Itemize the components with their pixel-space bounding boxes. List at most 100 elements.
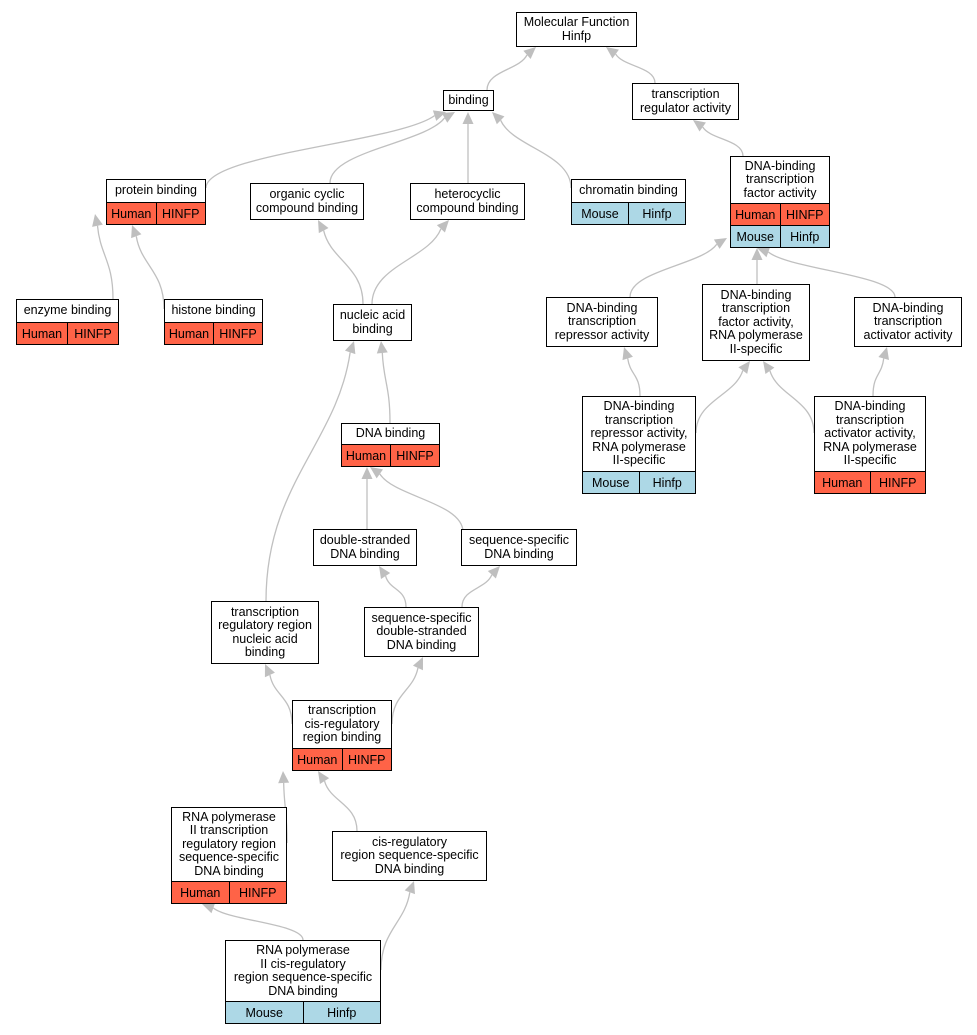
arrowhead-binding-to-mf <box>523 47 536 60</box>
node-binding[interactable]: binding <box>443 90 494 111</box>
gene-cell: HINFP <box>341 749 392 770</box>
node-label: heterocyclic compound binding <box>416 187 519 215</box>
arrowhead-hcb-to-binding <box>462 112 474 124</box>
node-rnap2-transcription-regulatory-region-ssdb[interactable]: RNA polymerase II transcription regulato… <box>171 807 287 904</box>
node-label: DNA-binding transcription factor activit… <box>709 287 803 356</box>
species-cell: Human <box>345 448 387 463</box>
arrowhead-dbtaa2-to-dbtaa <box>878 347 889 361</box>
edge-ssdb-to-db <box>379 473 464 533</box>
edge-dbtaa-to-dbtfa <box>767 251 896 298</box>
node-label: Molecular Function Hinfp <box>523 15 630 43</box>
node-label: transcription regulatory region nucleic … <box>218 604 312 659</box>
node-dna-binding-transcription-factor-activity[interactable]: DNA-binding transcription factor activit… <box>730 156 830 248</box>
edge-dbtra-to-dbtfa <box>629 243 718 298</box>
node-label: histone binding <box>171 303 256 318</box>
node-molecular-function[interactable]: Molecular Function Hinfp <box>516 12 637 47</box>
node-dna-binding-transcription-repressor-activity-rnap2[interactable]: DNA-binding transcription repressor acti… <box>582 396 696 494</box>
species-cell: Human <box>168 326 210 341</box>
arrowhead-cb-to-binding <box>492 112 505 125</box>
arrowhead-tra-to-mf <box>606 47 619 59</box>
edge-nab-to-hcb <box>371 228 442 305</box>
node-label: DNA-binding transcription activator acti… <box>863 300 953 342</box>
arrowhead-dsdb-to-db <box>361 467 373 479</box>
node-cis-regulatory-region-ssdb[interactable]: cis-regulatory region sequence-specific … <box>332 831 487 881</box>
arrowhead-tcrrb-to-trrnab <box>264 664 275 678</box>
node-nucleic-acid-binding[interactable]: nucleic acid binding <box>333 304 412 341</box>
node-dna-binding-transcription-factor-activity-rnap2[interactable]: DNA-binding transcription factor activit… <box>702 284 810 361</box>
edge-rp2cr-to-rp2 <box>212 907 304 941</box>
node-double-stranded-dna-binding[interactable]: double-stranded DNA binding <box>313 529 417 566</box>
arrowhead-pb-to-binding <box>432 110 446 121</box>
node-label: DNA-binding transcription factor activit… <box>743 158 817 200</box>
arrowhead-rp2cr-to-crssdb <box>404 881 415 895</box>
node-sequence-specific-dna-binding[interactable]: sequence-specific DNA binding <box>461 529 577 566</box>
node-label: sequence-specific DNA binding <box>468 533 570 561</box>
arrowhead-tcrrb-to-ssdsdb <box>412 657 423 671</box>
node-sequence-specific-double-stranded-dna-binding[interactable]: sequence-specific double-stranded DNA bi… <box>364 607 479 657</box>
node-label: transcription cis-regulatory region bind… <box>302 703 382 745</box>
node-label: protein binding <box>114 183 197 198</box>
species-cell: Human <box>297 752 338 767</box>
edge-pb-to-binding <box>205 115 435 189</box>
edge-ssdsdb-to-ssdb <box>461 574 493 608</box>
node-label: cis-regulatory region sequence-specific … <box>340 834 479 876</box>
edge-eb-to-pb <box>96 225 114 300</box>
node-label: DNA binding <box>355 426 426 441</box>
node-enzyme-binding[interactable]: enzyme binding Human HINFP <box>16 299 119 345</box>
arrowhead-hb-to-pb <box>131 225 142 239</box>
node-heterocyclic-compound-binding[interactable]: heterocyclic compound binding <box>410 183 525 220</box>
node-label: RNA polymerase II cis-regulatory region … <box>233 943 373 998</box>
node-transcription-regulator-activity[interactable]: transcription regulator activity <box>632 83 739 120</box>
arrowhead-trrnab-to-nab <box>344 341 356 355</box>
gene-cell: Hinfp <box>638 472 696 493</box>
arrowhead-dbtra2-to-dbtfa2 <box>738 361 750 374</box>
edge-db-to-nab <box>381 352 391 424</box>
edge-trrnab-to-nab <box>265 352 351 602</box>
gene-cell: HINFP <box>228 882 287 903</box>
edge-dbtra2-to-dbtfa2 <box>695 370 744 434</box>
node-rnap2-cis-regulatory-region-ssdb[interactable]: RNA polymerase II cis-regulatory region … <box>225 940 381 1024</box>
edge-cb-to-binding <box>500 120 572 189</box>
gene-cell: HINFP <box>67 323 118 344</box>
node-transcription-regulatory-region-nucleic-acid-binding[interactable]: transcription regulatory region nucleic … <box>211 601 319 664</box>
node-organic-cyclic-compound-binding[interactable]: organic cyclic compound binding <box>250 183 364 220</box>
annotation-row: Human HINFP <box>17 322 118 344</box>
node-dna-binding-transcription-activator-activity[interactable]: DNA-binding transcription activator acti… <box>854 297 962 347</box>
arrowhead-ocb-to-binding <box>441 112 455 123</box>
node-label: RNA polymerase II transcription regulato… <box>178 809 280 878</box>
edge-binding-to-mf <box>486 54 528 91</box>
node-transcription-cis-regulatory-region-binding[interactable]: transcription cis-regulatory region bind… <box>292 700 392 771</box>
node-label: enzyme binding <box>23 303 112 318</box>
gene-cell: HINFP <box>869 472 926 493</box>
species-cell: Human <box>21 326 63 341</box>
arrowhead-ssdsdb-to-ssdb <box>487 566 500 579</box>
edge-hb-to-pb <box>135 236 165 310</box>
arrowhead-rp2-to-tcrrb <box>278 771 290 784</box>
node-label: sequence-specific double-stranded DNA bi… <box>371 610 472 652</box>
node-dna-binding-transcription-activator-activity-rnap2[interactable]: DNA-binding transcription activator acti… <box>814 396 926 494</box>
species-cell: Mouse <box>581 206 619 221</box>
species-cell: Human <box>735 207 776 222</box>
node-dna-binding-transcription-repressor-activity[interactable]: DNA-binding transcription repressor acti… <box>546 297 658 347</box>
node-label: DNA-binding transcription activator acti… <box>823 399 917 468</box>
gene-cell: Hinfp <box>779 226 830 247</box>
arrowhead-ssdsdb-to-dsdb <box>379 566 391 580</box>
gene-cell: Hinfp <box>302 1002 381 1023</box>
edge-dbtra2-to-dbtra <box>627 358 641 397</box>
arrowhead-rp2cr-to-rp2 <box>202 902 216 914</box>
edge-tcrrb-to-trrnab <box>269 674 293 725</box>
arrowhead-dbtra2-to-dbtra <box>622 347 633 361</box>
